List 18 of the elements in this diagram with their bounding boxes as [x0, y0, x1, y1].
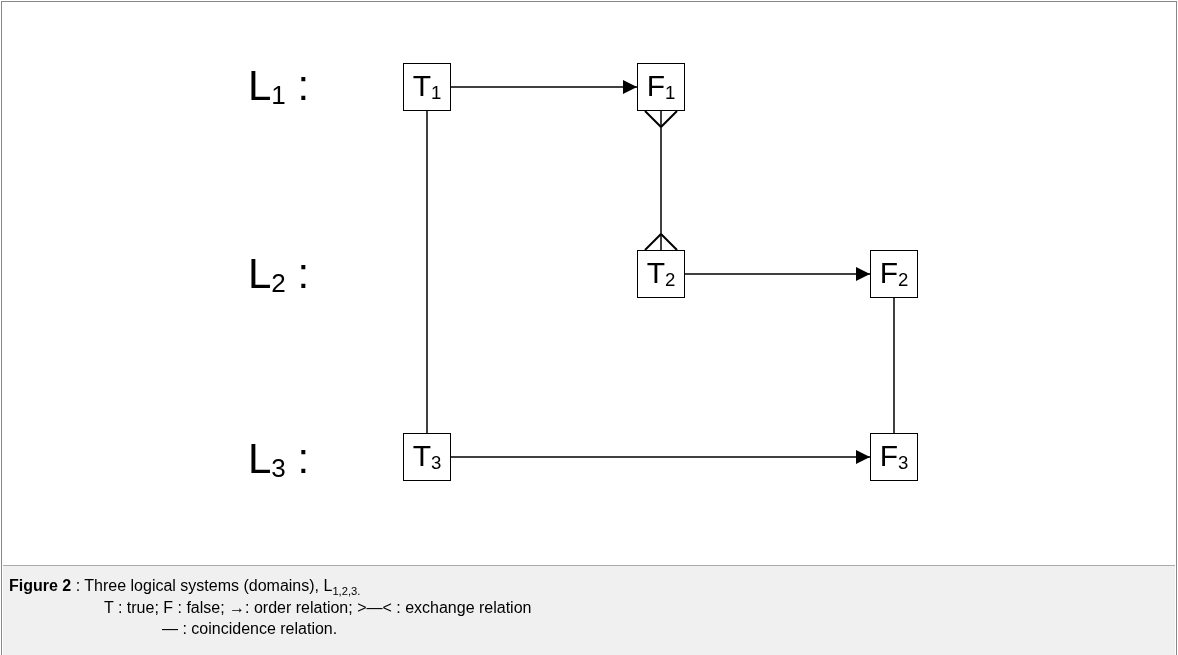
caption-text: T : true; F : false; →: order relation; >—< : exchange relation	[104, 598, 532, 618]
state-box: T$_{3}$	[403, 433, 451, 481]
arrow	[450, 80, 638, 94]
row-label: L$_{1}$ :	[248, 62, 310, 111]
arrow	[450, 450, 871, 464]
arrow	[684, 267, 871, 281]
caption-text: — : coincidence relation.	[161, 619, 338, 639]
state-box: T$_{1}$	[403, 63, 451, 111]
row-label: L$_{3}$ :	[248, 435, 310, 484]
line	[426, 110, 428, 434]
figure-caption: Figure 2 : Three logical systems (domains), L$_{1,2,3.}$	[9, 576, 361, 599]
exchange-connector	[644, 110, 678, 251]
line	[893, 297, 895, 434]
state-box: F$_{1}$	[637, 63, 685, 111]
state-box: F$_{3}$	[870, 433, 918, 481]
state-box: F$_{2}$	[870, 250, 918, 298]
state-box: T$_{2}$	[637, 250, 685, 298]
row-label: L$_{2}$ :	[248, 250, 310, 299]
